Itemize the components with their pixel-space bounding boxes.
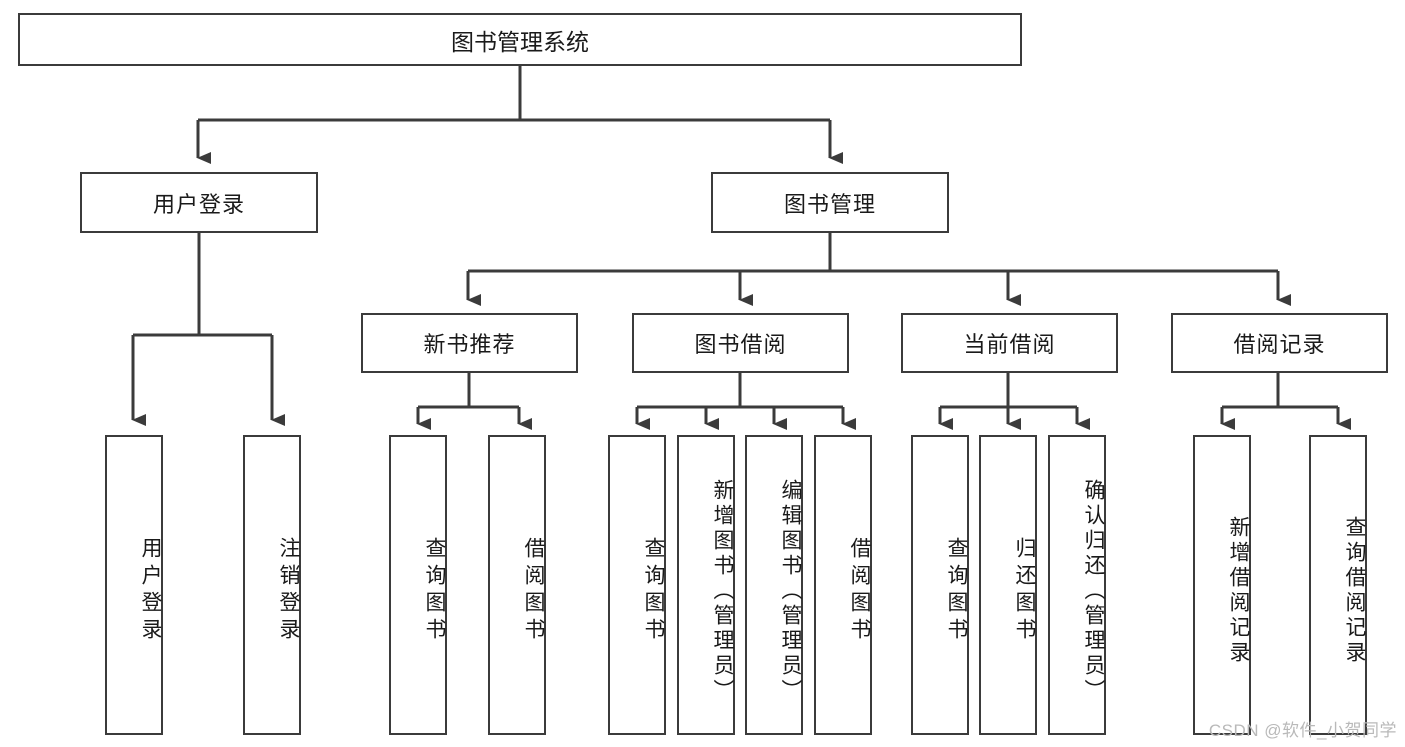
node-leaf-add-record-label: 新增借阅记录 — [1227, 516, 1250, 666]
node-leaf-query-book-2-label: 查询图书 — [642, 537, 665, 645]
node-root[interactable]: 图书管理系统 — [18, 13, 1022, 66]
node-leaf-borrow-book-2[interactable]: 借阅图书 — [814, 435, 872, 735]
node-leaf-return-book-label: 归还图书 — [1013, 537, 1036, 645]
node-leaf-query-book-1[interactable]: 查询图书 — [389, 435, 447, 735]
node-leaf-add-book[interactable]: 新增图书（管理员） — [677, 435, 735, 735]
node-current-borrow-label: 当前借阅 — [963, 332, 1056, 357]
node-leaf-query-book-3-label: 查询图书 — [945, 537, 968, 645]
node-book-borrow[interactable]: 图书借阅 — [632, 313, 849, 373]
node-leaf-confirm-return-label: 确认归还（管理员） — [1082, 478, 1105, 704]
node-leaf-logout[interactable]: 注销登录 — [243, 435, 301, 735]
node-leaf-edit-book[interactable]: 编辑图书（管理员） — [745, 435, 803, 735]
node-leaf-borrow-book-1[interactable]: 借阅图书 — [488, 435, 546, 735]
node-leaf-add-record[interactable]: 新增借阅记录 — [1193, 435, 1251, 735]
node-user-login[interactable]: 用户登录 — [80, 172, 318, 233]
node-leaf-edit-book-label: 编辑图书（管理员） — [779, 478, 802, 704]
node-leaf-logout-label: 注销登录 — [277, 537, 300, 645]
node-root-label: 图书管理系统 — [451, 28, 589, 55]
node-leaf-add-book-label: 新增图书（管理员） — [711, 478, 734, 704]
node-leaf-borrow-book-1-label: 借阅图书 — [522, 537, 545, 645]
node-leaf-query-book-3[interactable]: 查询图书 — [911, 435, 969, 735]
node-new-book-rec[interactable]: 新书推荐 — [361, 313, 578, 373]
node-leaf-confirm-return[interactable]: 确认归还（管理员） — [1048, 435, 1106, 735]
node-leaf-query-record-label: 查询借阅记录 — [1343, 516, 1366, 666]
watermark-text: CSDN @软件_小贺同学 — [1208, 721, 1397, 740]
node-leaf-query-record[interactable]: 查询借阅记录 — [1309, 435, 1367, 735]
node-leaf-query-book-2[interactable]: 查询图书 — [608, 435, 666, 735]
node-book-borrow-label: 图书借阅 — [694, 332, 787, 357]
node-current-borrow[interactable]: 当前借阅 — [901, 313, 1118, 373]
node-borrow-record[interactable]: 借阅记录 — [1171, 313, 1388, 373]
node-new-book-rec-label: 新书推荐 — [423, 332, 516, 357]
node-borrow-record-label: 借阅记录 — [1233, 332, 1326, 357]
node-leaf-query-book-1-label: 查询图书 — [423, 537, 446, 645]
node-leaf-user-login-label: 用户登录 — [139, 537, 162, 645]
node-book-manage-label: 图书管理 — [783, 191, 876, 217]
node-book-manage[interactable]: 图书管理 — [711, 172, 949, 233]
node-leaf-user-login[interactable]: 用户登录 — [105, 435, 163, 735]
node-user-login-label: 用户登录 — [152, 191, 245, 217]
node-leaf-return-book[interactable]: 归还图书 — [979, 435, 1037, 735]
node-leaf-borrow-book-2-label: 借阅图书 — [848, 537, 871, 645]
